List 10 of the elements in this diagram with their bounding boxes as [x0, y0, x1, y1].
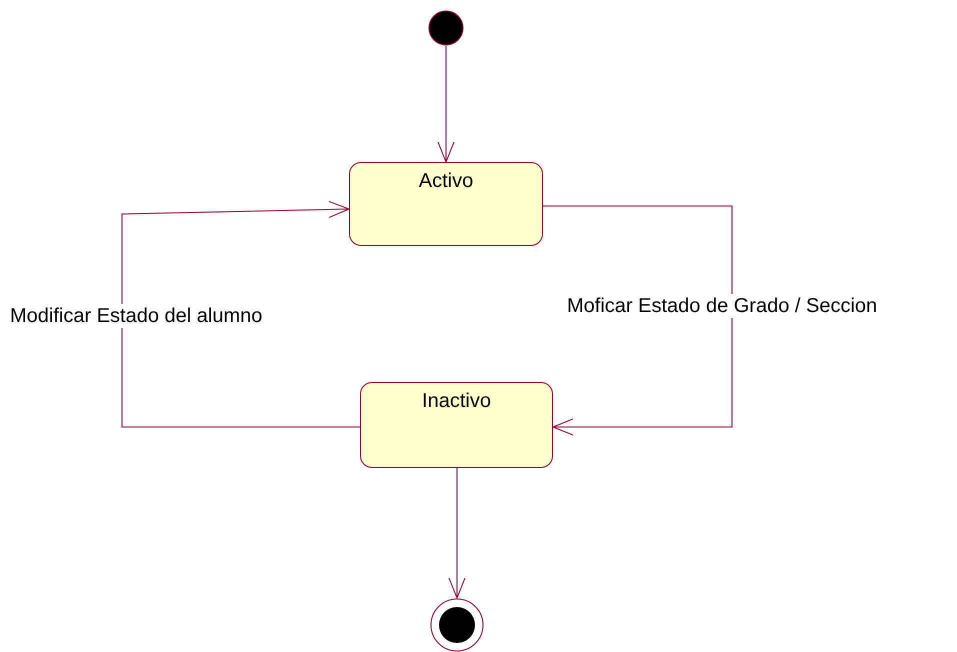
state-name: Activo: [418, 169, 474, 193]
state-box: [360, 382, 553, 468]
edge-label: Moficar Estado de Grado / Seccion: [566, 294, 878, 318]
transition-arrow: [122, 200, 360, 428]
state-name: Inactivo: [422, 389, 491, 413]
transition-arrow: [448, 468, 466, 598]
transition-arrow: [542, 206, 732, 436]
edge-label: Modificar Estado del alumno: [9, 304, 264, 328]
state-box: [349, 162, 543, 246]
transition-arrow: [438, 46, 454, 162]
